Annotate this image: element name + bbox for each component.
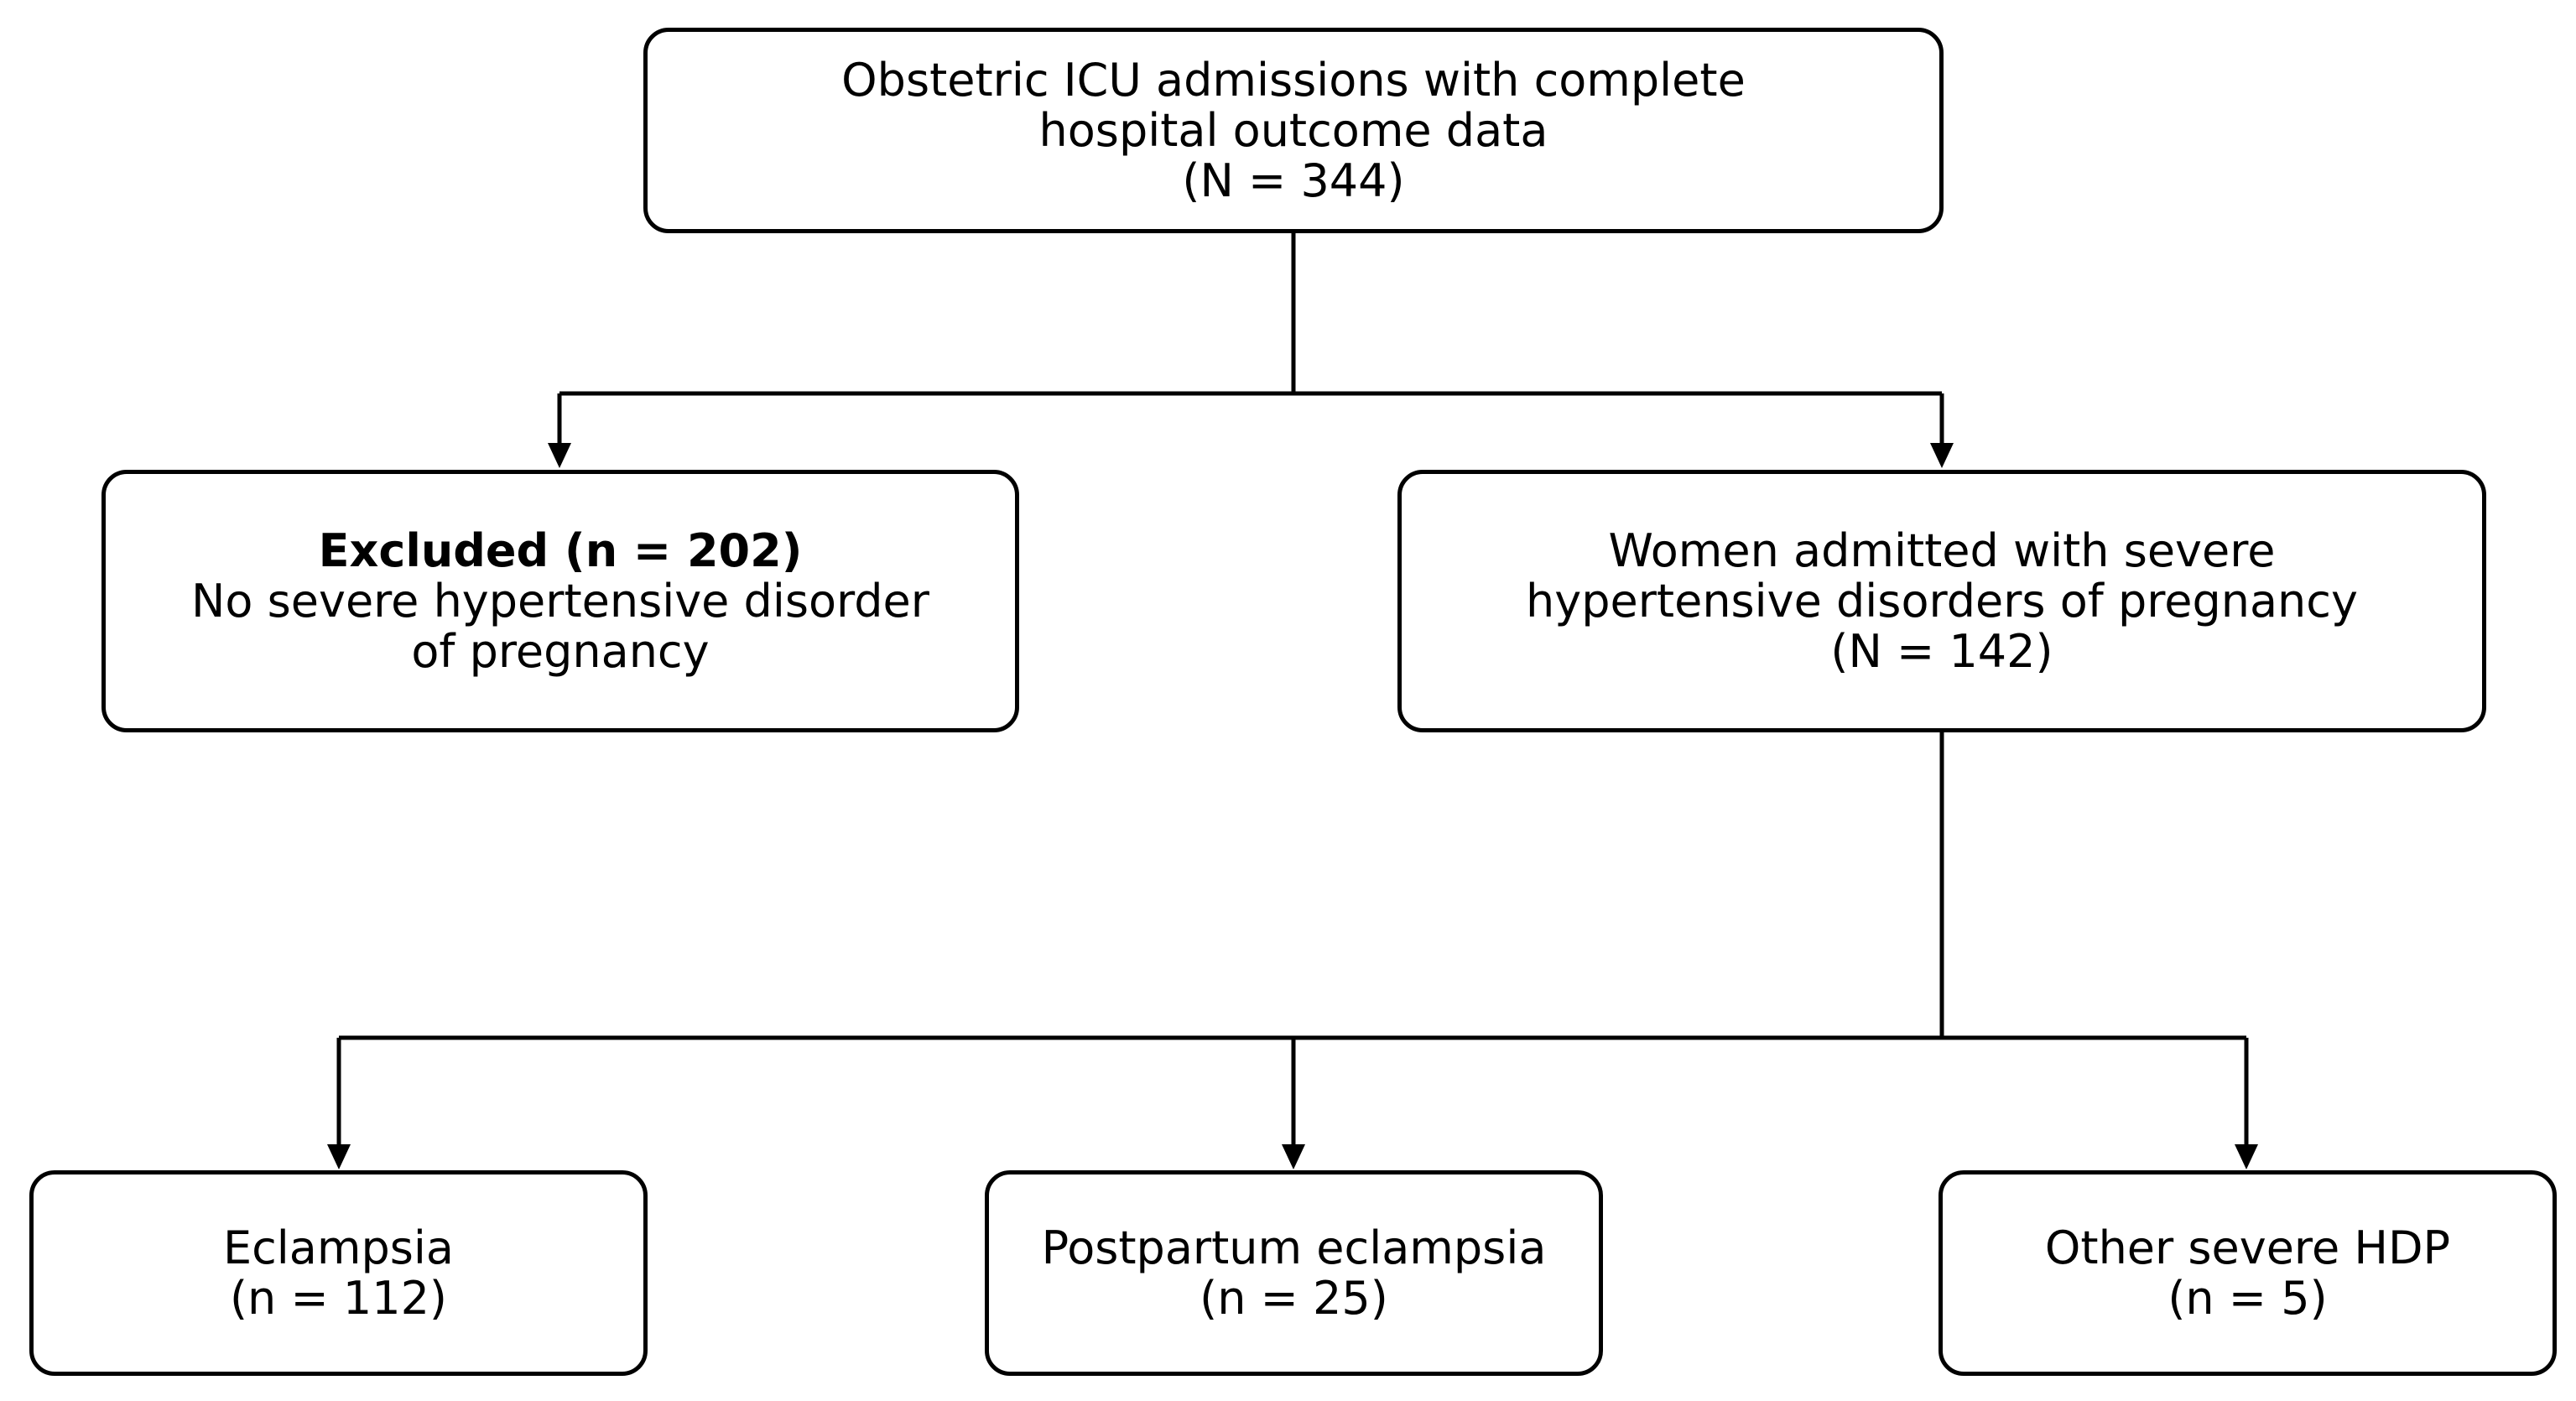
excluded-line-1: No severe hypertensive disorder [191,574,929,628]
included-box: Women admitted with severe hypertensive … [1397,470,2486,732]
subgroup-count: (n = 5) [2167,1271,2328,1325]
subgroup-label: Other severe HDP [2044,1221,2451,1274]
root-count: (N = 344) [1182,154,1405,207]
arrowhead-included [1930,443,1954,468]
subgroup-count: (n = 112) [229,1271,447,1325]
arrowhead-other [2235,1144,2258,1169]
excluded-title: Excluded (n = 202) [318,523,803,577]
excluded-box: Excluded (n = 202) No severe hypertensiv… [101,470,1019,732]
excluded-line-2: of pregnancy [411,624,710,678]
subgroup-box-other-severe-hdp: Other severe HDP (n = 5) [1939,1170,2557,1376]
root-cohort-box: Obstetric ICU admissions with complete h… [643,28,1944,233]
arrowhead-excluded [548,443,571,468]
subgroup-count: (n = 25) [1200,1271,1388,1325]
subgroup-box-eclampsia: Eclampsia (n = 112) [29,1170,648,1376]
included-line-2: hypertensive disorders of pregnancy [1526,574,2358,628]
included-line-1: Women admitted with severe [1608,523,2276,577]
subgroup-label: Eclampsia [222,1221,454,1274]
root-line-1: Obstetric ICU admissions with complete [841,53,1746,107]
root-line-2: hospital outcome data [1038,103,1548,157]
subgroup-label: Postpartum eclampsia [1041,1221,1547,1274]
arrowhead-postpartum [1282,1144,1305,1169]
arrowhead-eclampsia [327,1144,351,1169]
subgroup-box-postpartum-eclampsia: Postpartum eclampsia (n = 25) [985,1170,1603,1376]
included-count: (N = 142) [1830,624,2053,678]
